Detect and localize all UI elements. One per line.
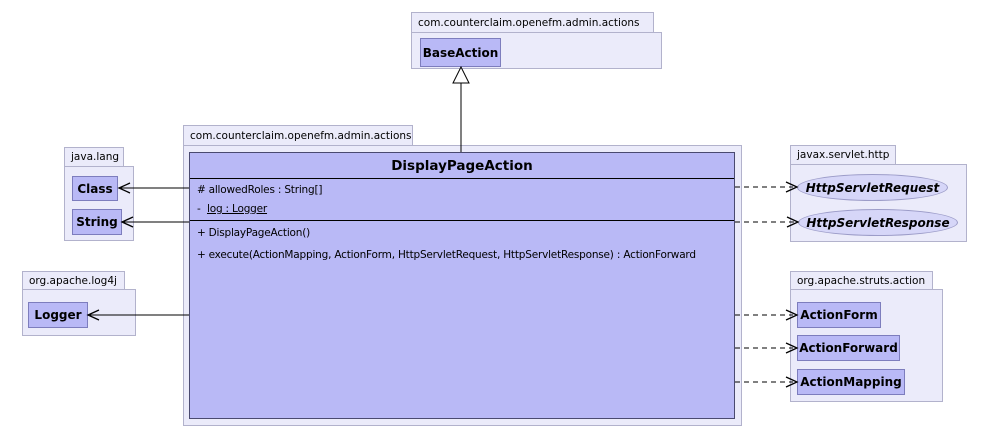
interface-name: HttpServletRequest <box>805 180 940 195</box>
class-name: BaseAction <box>422 45 499 60</box>
visibility-marker: - <box>197 203 201 215</box>
class-name: Class <box>77 181 113 196</box>
class-name: String <box>76 215 118 229</box>
method-row-execute: +execute(ActionMapping, ActionForm, Http… <box>197 247 734 263</box>
package-label: org.apache.log4j <box>29 274 117 287</box>
class-box-logger[interactable]: Logger <box>28 302 88 328</box>
generalization-arrow-baseaction <box>452 65 470 152</box>
dependency-arrow-actionmapping <box>735 376 799 388</box>
class-name: ActionForward <box>799 341 898 355</box>
package-label: java.lang <box>71 151 120 163</box>
method-text: DisplayPageAction() <box>208 227 311 239</box>
package-label: com.counterclaim.openefm.admin.actions <box>418 16 640 29</box>
interface-ellipse-httpservletresponse[interactable]: HttpServletResponse <box>798 209 958 236</box>
attribute-row-log: -log : Logger <box>197 201 734 217</box>
package-label: javax.servlet.http <box>797 149 890 161</box>
attribute-row-allowedroles: #allowedRoles : String[] <box>197 182 734 198</box>
visibility-marker: + <box>197 249 206 261</box>
class-box-displaypageaction[interactable]: DisplayPageAction #allowedRoles : String… <box>189 152 735 419</box>
method-row-constructor: +DisplayPageAction() <box>197 225 734 241</box>
interface-ellipse-httpservletrequest[interactable]: HttpServletRequest <box>797 174 948 201</box>
class-box-actionmapping[interactable]: ActionMapping <box>797 369 905 395</box>
methods-compartment: +DisplayPageAction() +execute(ActionMapp… <box>190 221 734 263</box>
dependency-arrow-actionforward <box>735 342 799 354</box>
class-box-actionforward[interactable]: ActionForward <box>797 335 900 361</box>
package-tab-servlet-http: javax.servlet.http <box>790 145 896 165</box>
attribute-text: allowedRoles : String[] <box>208 184 323 196</box>
package-label: com.counterclaim.openefm.admin.actions <box>190 129 412 142</box>
package-tab-main-actions: com.counterclaim.openefm.admin.actions <box>183 125 413 146</box>
package-tab-log4j: org.apache.log4j <box>22 271 125 290</box>
class-name: ActionForm <box>800 308 878 322</box>
method-text: execute(ActionMapping, ActionForm, HttpS… <box>208 249 696 261</box>
class-box-actionform[interactable]: ActionForm <box>797 302 881 328</box>
visibility-marker: + <box>197 227 206 239</box>
class-box-string[interactable]: String <box>72 209 122 235</box>
class-name: ActionMapping <box>800 375 902 389</box>
class-name: Logger <box>34 308 82 322</box>
class-box-baseaction[interactable]: BaseAction <box>420 38 501 67</box>
attribute-text-static: log : Logger <box>207 203 268 215</box>
dependency-arrow-actionform <box>735 309 799 321</box>
visibility-marker: # <box>197 184 206 196</box>
package-tab-struts-action: org.apache.struts.action <box>790 271 933 290</box>
interface-name: HttpServletResponse <box>806 215 950 230</box>
attributes-compartment: #allowedRoles : String[] -log : Logger <box>190 179 734 221</box>
package-tab-java-lang: java.lang <box>64 147 124 167</box>
dependency-arrow-httpservletresponse <box>735 216 800 228</box>
package-label: org.apache.struts.action <box>797 274 926 287</box>
package-tab-top-actions: com.counterclaim.openefm.admin.actions <box>411 12 654 33</box>
class-title: DisplayPageAction <box>190 153 734 179</box>
class-box-class[interactable]: Class <box>72 176 118 201</box>
dependency-arrow-httpservletrequest <box>735 181 799 193</box>
